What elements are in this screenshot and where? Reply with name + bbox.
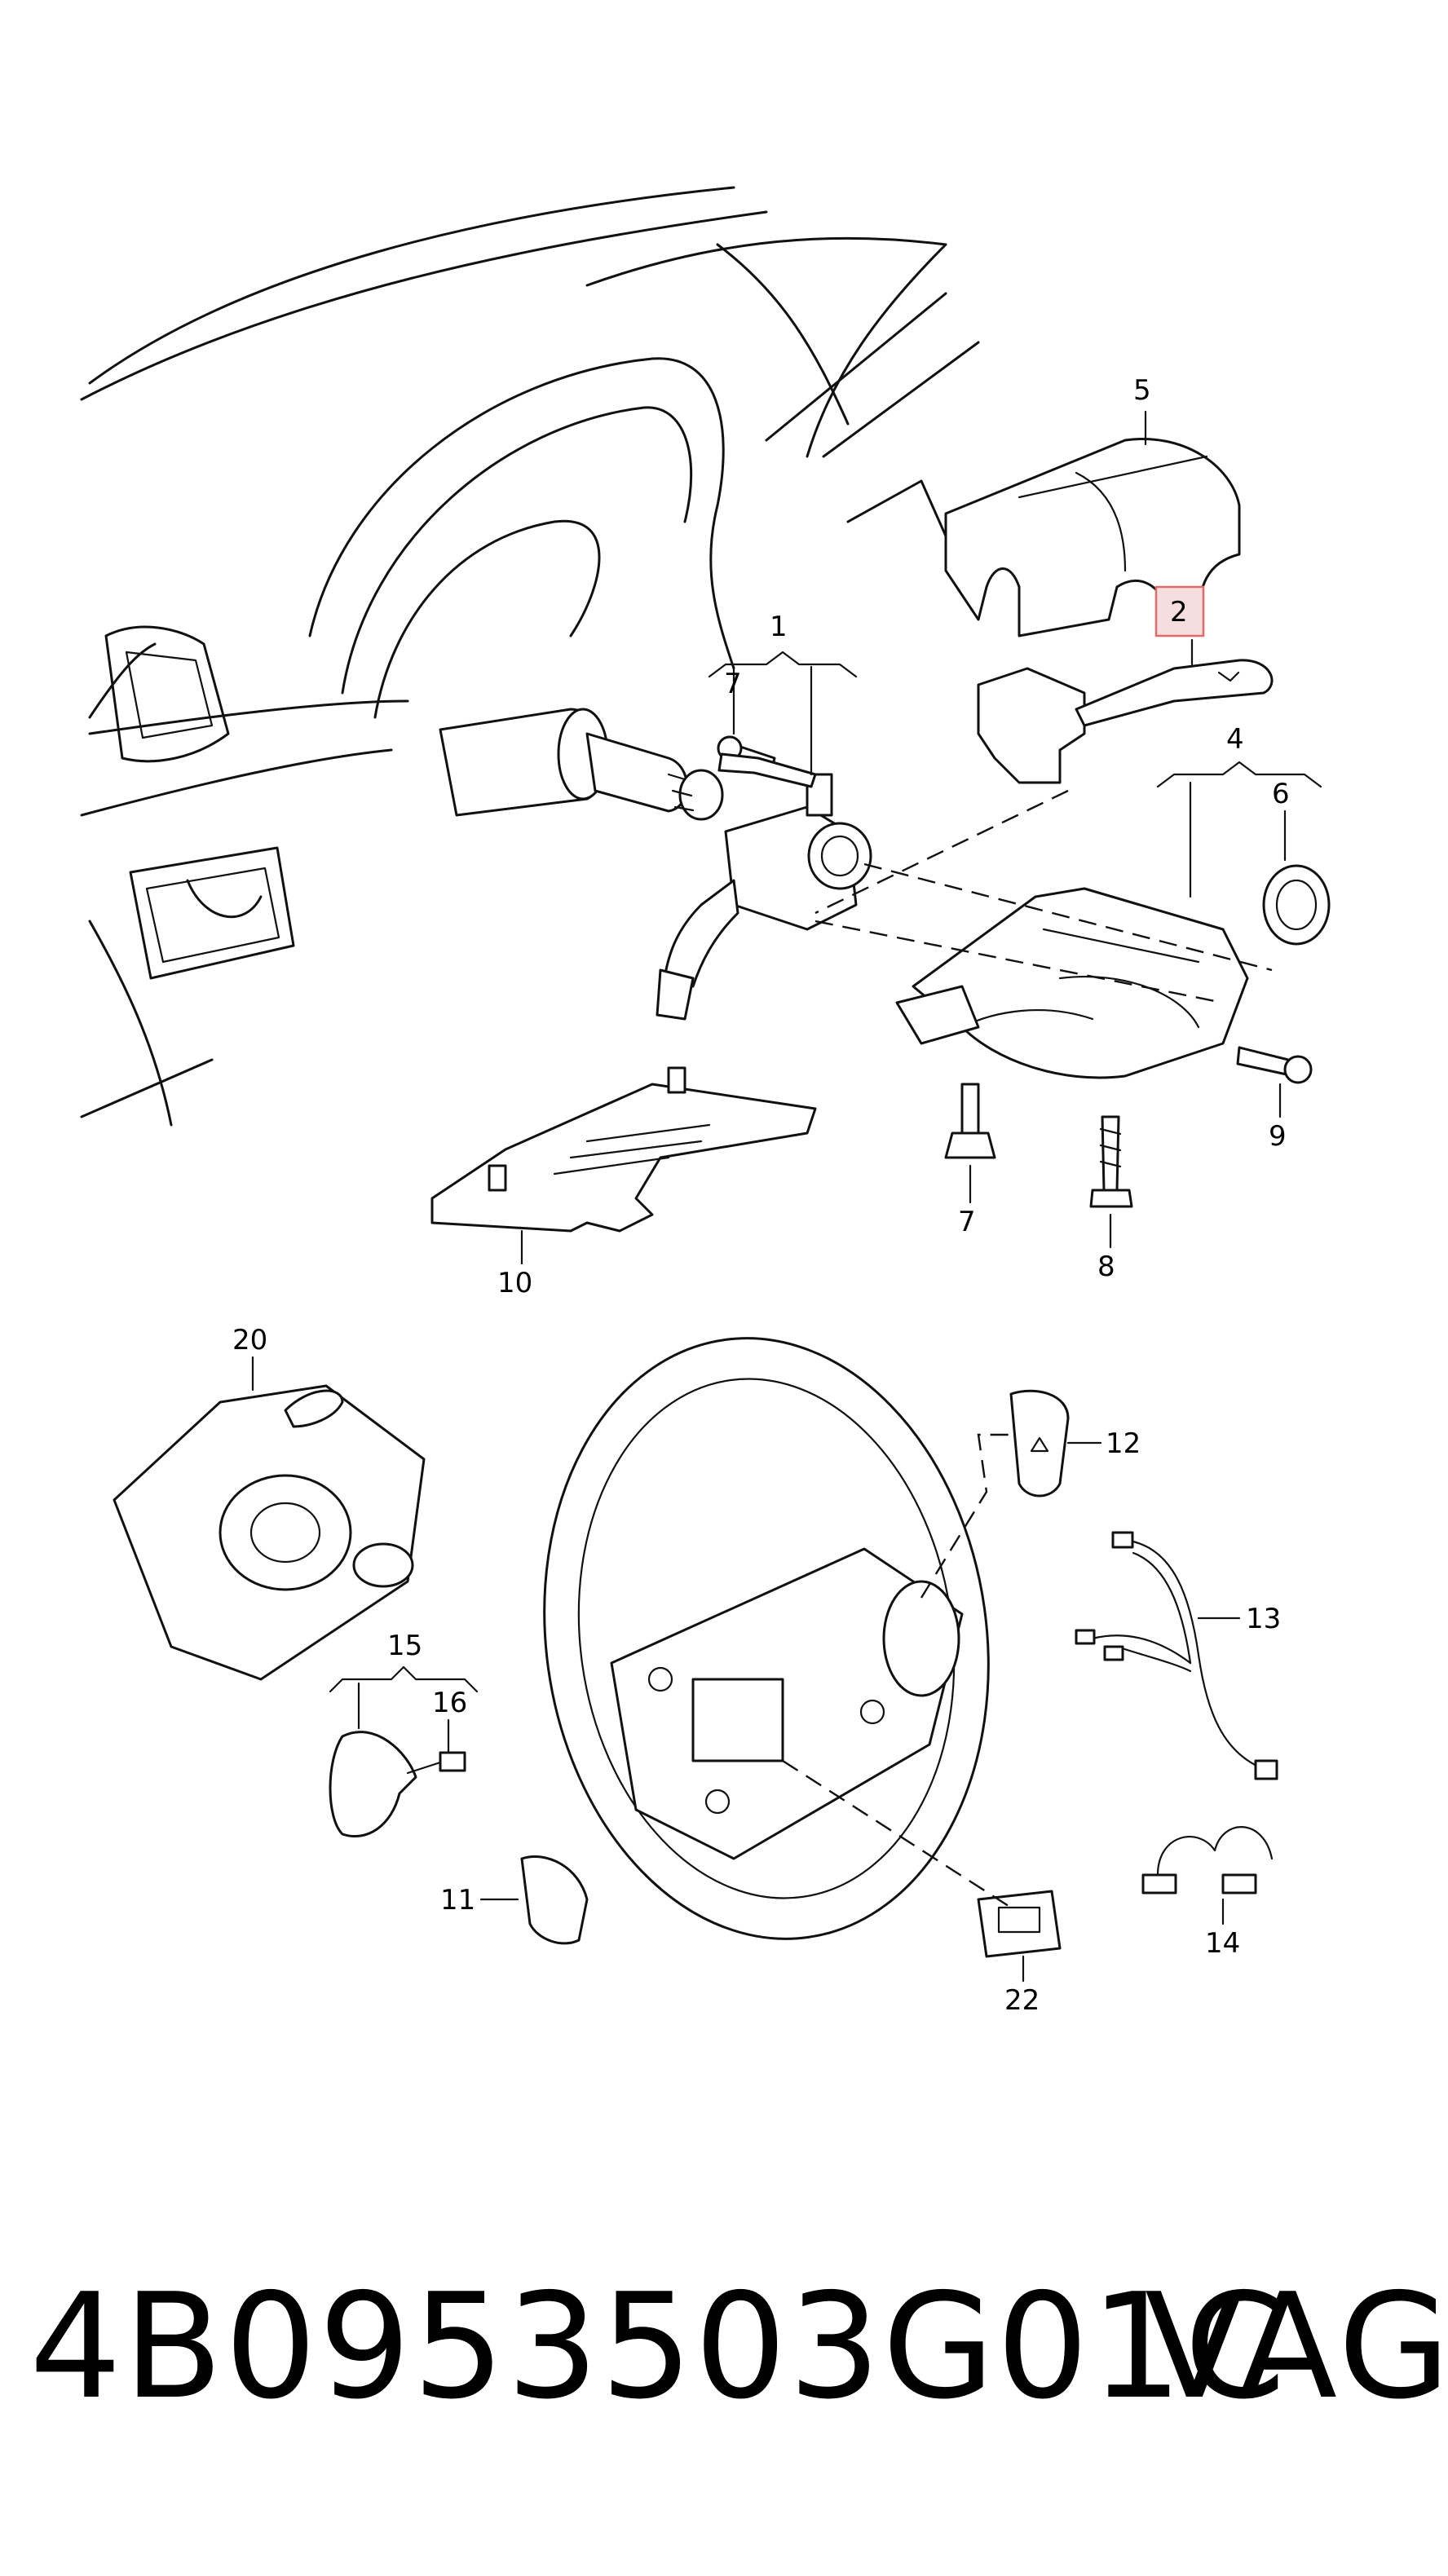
callout-6: 6 bbox=[1272, 778, 1290, 810]
part-number: 4B0953503G01C bbox=[29, 2262, 1287, 2431]
screw-8 bbox=[1089, 1115, 1133, 1208]
callout-1: 1 bbox=[770, 611, 788, 643]
callout-16: 16 bbox=[432, 1687, 467, 1719]
paddle-switch-15 bbox=[329, 1731, 417, 1838]
steering-wheel bbox=[543, 1337, 990, 1940]
steering-column-exploded-diagram: 1 2 4 5 6 7 7 8 9 10 11 12 13 14 15 16 2… bbox=[80, 186, 1331, 2017]
leader-lines bbox=[251, 410, 1322, 1983]
assembly-line bbox=[814, 920, 1224, 1004]
connector-16 bbox=[406, 1751, 466, 1775]
callout-4: 4 bbox=[1226, 723, 1244, 756]
callout-22: 22 bbox=[1004, 1984, 1040, 2017]
assembly-line bbox=[782, 1759, 1012, 1909]
assembly-line bbox=[863, 862, 1273, 972]
callout-13: 13 bbox=[1246, 1603, 1281, 1635]
wiring-harness-13 bbox=[1075, 1531, 1278, 1780]
callout-10: 10 bbox=[497, 1267, 532, 1299]
wiring-harness-14 bbox=[1141, 1826, 1274, 1895]
callout-5: 5 bbox=[1133, 374, 1151, 407]
callout-7-lower: 7 bbox=[958, 1206, 976, 1238]
dashboard-outline bbox=[80, 186, 980, 1127]
screw-9 bbox=[1236, 1046, 1313, 1084]
mf-switch-11 bbox=[520, 1855, 589, 1945]
bracket-10 bbox=[430, 1066, 817, 1233]
callout-7-upper: 7 bbox=[724, 668, 742, 700]
assembly-line bbox=[814, 789, 1069, 915]
clock-spring-20 bbox=[113, 1384, 426, 1681]
lower-column-cover-4 bbox=[895, 887, 1249, 1079]
mf-switch-12 bbox=[1009, 1389, 1070, 1498]
callout-2-highlight bbox=[1154, 585, 1205, 637]
wiper-switch-2 bbox=[977, 659, 1274, 784]
trim-ring-6 bbox=[1262, 864, 1331, 946]
callout-14: 14 bbox=[1205, 1927, 1240, 1960]
callout-12: 12 bbox=[1106, 1427, 1141, 1460]
callout-15: 15 bbox=[387, 1630, 422, 1662]
screw-7-upper bbox=[717, 752, 817, 788]
control-module-22 bbox=[977, 1890, 1062, 1958]
footer: 4B0953503G01C VAG bbox=[0, 2274, 1448, 2454]
screw-7-lower bbox=[944, 1083, 996, 1159]
brand-label: VAG bbox=[1145, 2262, 1448, 2431]
steering-shaft bbox=[439, 708, 724, 821]
assembly-line bbox=[920, 1433, 1011, 1599]
callout-8: 8 bbox=[1097, 1251, 1115, 1283]
callout-2: 2 bbox=[1170, 596, 1188, 629]
callout-11: 11 bbox=[440, 1884, 475, 1917]
callout-20: 20 bbox=[232, 1324, 267, 1356]
callout-9: 9 bbox=[1269, 1120, 1287, 1153]
